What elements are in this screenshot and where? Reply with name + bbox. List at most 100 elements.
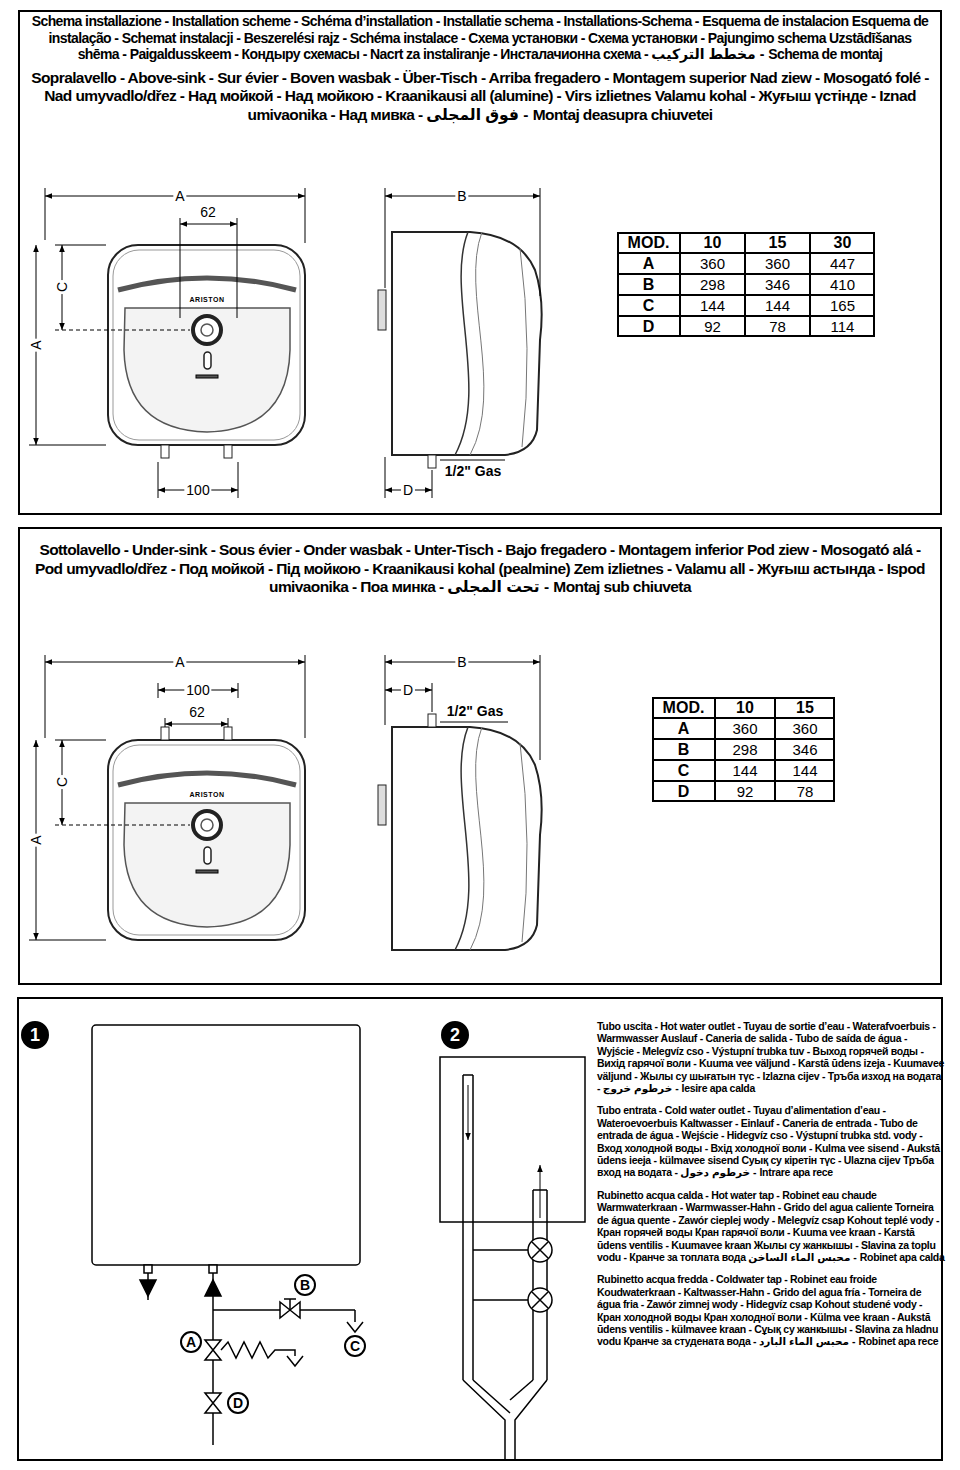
dimension-label: 100 — [184, 483, 211, 498]
drawing-part — [440, 722, 508, 723]
table-cell: 30 — [810, 232, 875, 253]
drawing-part — [92, 1025, 360, 1265]
drawing-part — [144, 1265, 152, 1273]
callout-text: 2 — [450, 1026, 460, 1044]
drawing-part — [140, 1280, 156, 1296]
table-cell: 410 — [810, 274, 875, 295]
figure-number: 1 — [21, 1021, 49, 1049]
table-cell: B — [652, 739, 715, 760]
table-cell: 10 — [715, 697, 775, 718]
drawing-part — [472, 1075, 474, 1380]
dimension-label: B — [455, 655, 468, 670]
table-cell: 360 — [715, 718, 775, 739]
drawing-part — [45, 188, 46, 240]
table-cell: D — [617, 316, 680, 337]
table-cell: 114 — [810, 316, 875, 337]
table-cell: MOD. — [652, 697, 715, 718]
table-cell: 92 — [680, 316, 745, 337]
dimension-label: B — [455, 189, 468, 204]
drawing-part — [165, 724, 228, 725]
drawing-part — [213, 1309, 280, 1311]
table-cell: 78 — [745, 316, 810, 337]
table-cell: MOD. — [617, 232, 680, 253]
table-cell: 92 — [715, 781, 775, 802]
table-cell: 10 — [680, 232, 745, 253]
drawing-part — [473, 1249, 528, 1251]
table-cell: 360 — [775, 718, 835, 739]
dimension-label: 1/2" Gas — [445, 704, 505, 719]
callout-text: C — [350, 1339, 360, 1353]
drawing-part — [305, 188, 306, 243]
drawing-part — [108, 245, 305, 445]
drawing-part — [540, 1165, 541, 1218]
multilingual-note: Tubo entrata - Cold water outlet - Tuyau… — [597, 1104, 945, 1178]
dimension-label: D — [401, 683, 415, 698]
figure-2-plumbing — [440, 1057, 585, 1460]
drawing-part — [546, 1190, 548, 1380]
callout-text: B — [300, 1278, 310, 1292]
drawing-part — [55, 245, 106, 246]
dimension-label: A — [173, 189, 186, 204]
callout-text: A — [186, 1335, 196, 1349]
drawing-part — [385, 457, 386, 498]
multilingual-note: Rubinetto acqua fredda - Coldwater tap -… — [597, 1273, 945, 1347]
table-cell: D — [652, 781, 715, 802]
drawing-part — [161, 727, 169, 740]
brand-logo: ARISTON — [188, 296, 227, 304]
drawing-part — [354, 1310, 356, 1322]
drawing-part — [462, 1075, 464, 1380]
dimension-label: A — [173, 655, 186, 670]
dimension-label: 100 — [184, 683, 211, 698]
table-cell: 144 — [775, 760, 835, 781]
table-cell: 15 — [745, 232, 810, 253]
table-cell: 165 — [810, 295, 875, 316]
dimension-label: C — [55, 775, 70, 789]
table-cell: 144 — [745, 295, 810, 316]
panel-heading: Sopralavello - Above-sink - Sur évier - … — [30, 69, 930, 125]
drawing-part — [55, 740, 106, 741]
drawing-part — [284, 1298, 296, 1300]
drawing-part — [29, 445, 106, 446]
drawing-part — [440, 460, 505, 461]
dimension-label: C — [55, 280, 70, 294]
table-cell: 298 — [715, 739, 775, 760]
drawing-part — [108, 740, 305, 940]
table-cell: 360 — [680, 253, 745, 274]
callout-text: 1 — [30, 1026, 40, 1044]
drawing-part — [305, 655, 306, 738]
table-cell: 144 — [715, 760, 775, 781]
above-sink-figure — [29, 188, 542, 498]
note-column: Tubo uscita - Hot water outlet - Tuyau d… — [597, 1020, 945, 1348]
drawing-part — [205, 1280, 221, 1296]
drawing-part — [158, 683, 159, 698]
drawing-part — [205, 1340, 221, 1360]
drawing-part — [205, 1393, 221, 1413]
drawing-part — [224, 445, 232, 458]
page-title: Schema installazione - Installation sche… — [30, 13, 930, 63]
brand-logo: ARISTON — [188, 791, 227, 799]
table-cell: B — [617, 274, 680, 295]
table-cell: 298 — [680, 274, 745, 295]
drawing-part — [347, 1322, 363, 1332]
dimension-label: D — [401, 483, 415, 498]
drawing-part — [180, 218, 181, 318]
under-sink-figure — [29, 655, 542, 950]
table-cell: 360 — [745, 253, 810, 274]
drawing-part — [29, 940, 106, 941]
drawing-part — [473, 1380, 510, 1413]
drawing-part — [385, 188, 386, 288]
dimension-label: A — [29, 833, 44, 846]
drawing-part — [180, 224, 237, 225]
dimension-label: 1/2" Gas — [443, 464, 503, 479]
drawing-part — [228, 718, 229, 727]
table-cell: A — [652, 718, 715, 739]
drawing-part — [432, 683, 433, 712]
table-cell: 346 — [775, 739, 835, 760]
drawing-part — [378, 232, 542, 455]
drawing-part — [209, 1265, 217, 1273]
drawing-part — [378, 727, 542, 950]
drawing-part — [463, 1380, 505, 1460]
callout-letter: A — [180, 1331, 202, 1353]
dimension-label: A — [29, 338, 44, 351]
